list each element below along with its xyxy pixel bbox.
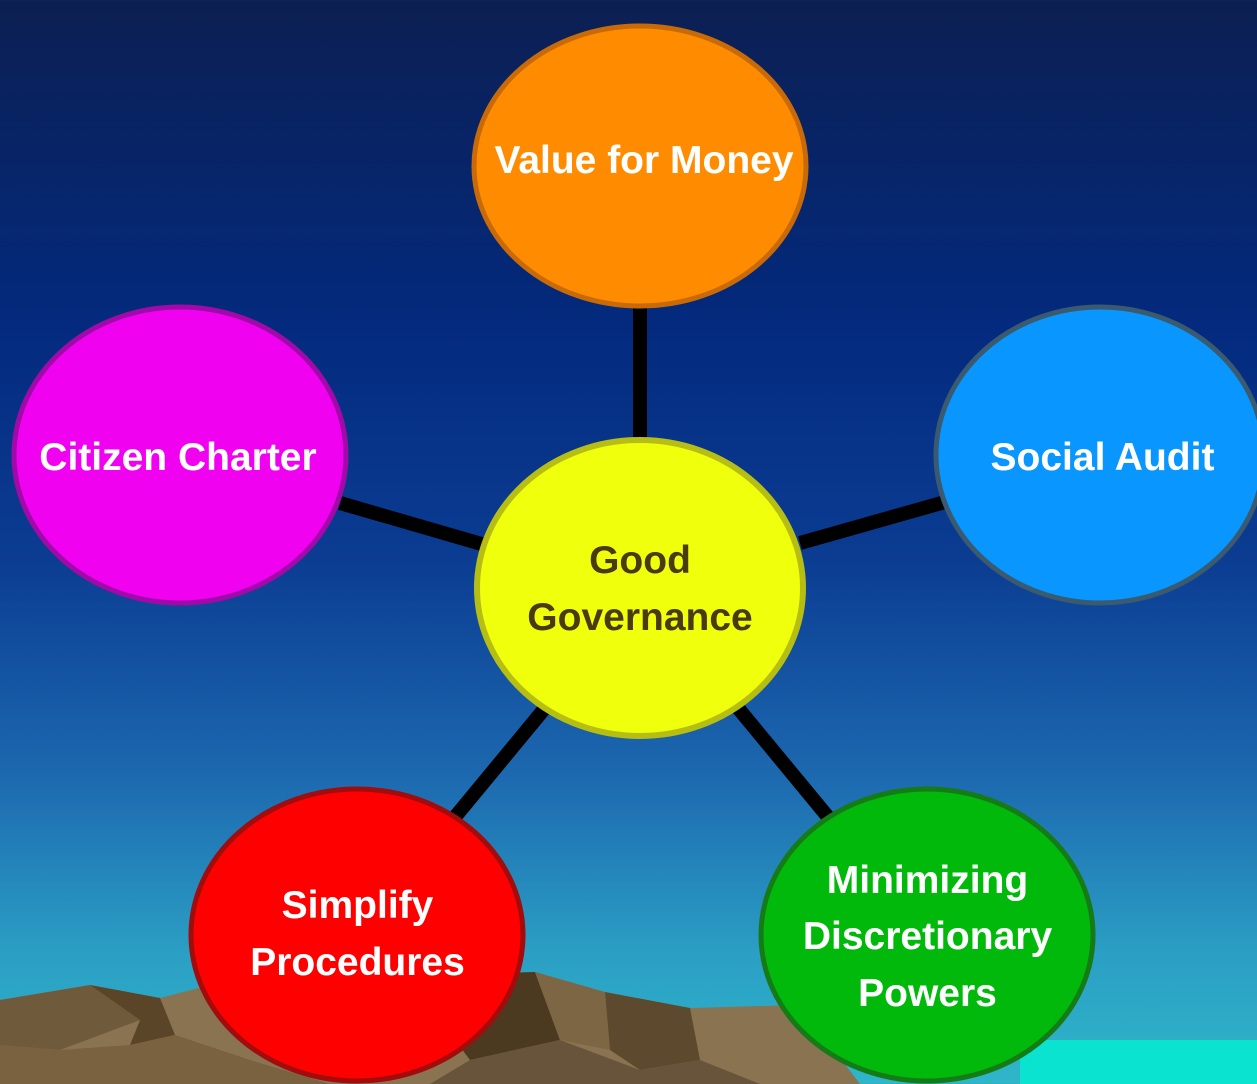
connector-social-audit	[798, 495, 947, 550]
connector-minimizing-discretionary-powers	[732, 703, 834, 822]
water-strip	[1020, 1040, 1257, 1084]
connector-simplify-procedures	[449, 703, 551, 822]
node-citizen-charter	[11, 304, 349, 606]
connectors	[338, 305, 947, 822]
node-social-audit	[933, 304, 1257, 606]
connector-citizen-charter	[338, 496, 487, 552]
node-simplify-procedures	[188, 786, 526, 1084]
node-minimizing-discretionary-powers	[758, 786, 1096, 1084]
node-good-governance	[474, 437, 806, 739]
node-value-for-money	[471, 23, 809, 309]
